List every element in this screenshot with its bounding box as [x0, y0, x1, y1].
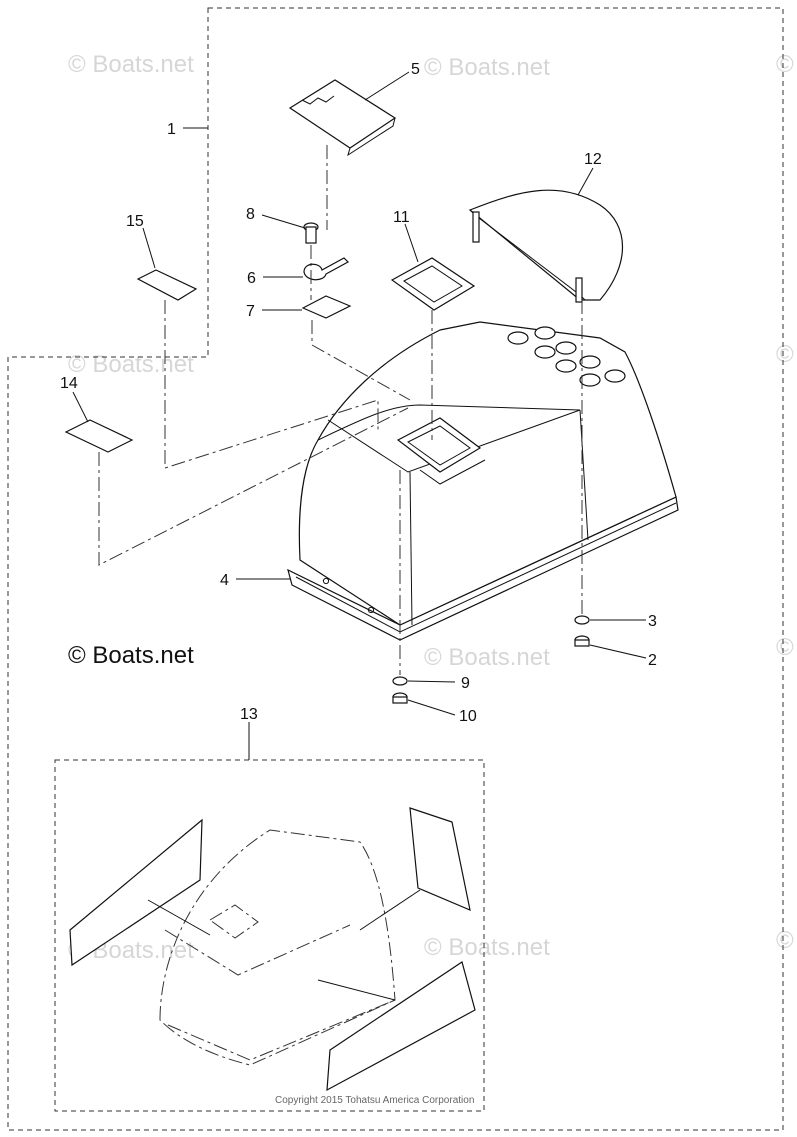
- callout-5: 5: [411, 61, 420, 78]
- watermark-2: © Boats.net: [424, 54, 550, 81]
- callout-15: 15: [126, 213, 144, 230]
- callout-3: 3: [648, 613, 657, 630]
- watermark-8: © Boats.net: [776, 51, 797, 78]
- callout-1: 1: [167, 121, 176, 138]
- grommet: [390, 257, 476, 311]
- watermark-5: © Boats.net: [424, 644, 550, 671]
- watermark-9: © Boats.net: [776, 341, 797, 368]
- watermark-10: © Boats.net: [776, 634, 797, 661]
- callout-8: 8: [246, 206, 255, 223]
- callout-leaders: [72, 71, 647, 760]
- callout-2: 2: [648, 652, 657, 669]
- nut-2: [574, 635, 590, 647]
- top-cap: [468, 189, 624, 303]
- assembly-lines: [98, 145, 583, 675]
- top-cowling: [287, 321, 679, 641]
- callout-6: 6: [247, 270, 256, 287]
- callout-4: 4: [220, 572, 229, 589]
- callout-13: 13: [240, 706, 258, 723]
- washer-3: [574, 615, 590, 625]
- callout-12: 12: [584, 151, 602, 168]
- callout-9: 9: [461, 675, 470, 692]
- decal-set: [69, 807, 476, 1092]
- nut-10: [392, 692, 408, 704]
- washer-9: [392, 676, 408, 686]
- watermark-7: © Boats.net: [424, 934, 550, 961]
- watermark-3: © Boats.net: [68, 351, 194, 378]
- callout-labels: 1 2 3 4 5 6 7 8 9 10 11 12 13 14 15: [60, 61, 657, 725]
- bolt: [303, 222, 319, 244]
- callout-10: 10: [459, 708, 477, 725]
- callout-14: 14: [60, 375, 78, 392]
- callout-7: 7: [246, 303, 255, 320]
- decal-15: [136, 269, 198, 301]
- cover-plate: [288, 79, 397, 157]
- copyright-notice: Copyright 2015 Tohatsu America Corporati…: [275, 1095, 474, 1106]
- watermark-1: © Boats.net: [68, 51, 194, 78]
- boats-net-watermark: © Boats.net: [68, 642, 194, 669]
- decal-14: [64, 419, 134, 453]
- callout-11: 11: [393, 209, 410, 226]
- assembly-13-boundary: [54, 759, 485, 1112]
- watermark-11: © Boats.net: [776, 927, 797, 954]
- mount-plate: [301, 295, 352, 319]
